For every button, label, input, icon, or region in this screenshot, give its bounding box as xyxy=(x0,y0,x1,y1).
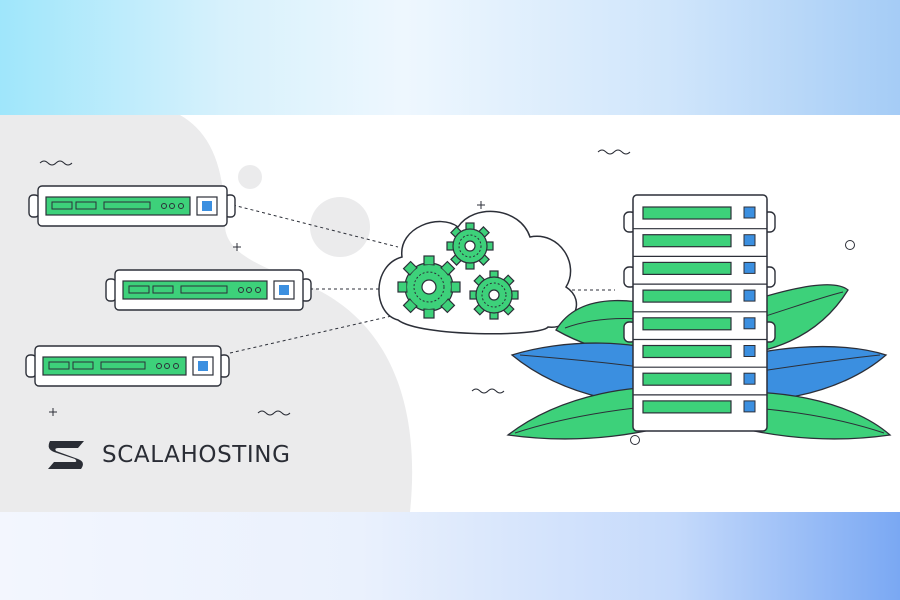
server-unit-2 xyxy=(105,269,312,311)
gear-medium-icon xyxy=(446,222,494,270)
bottom-gradient-band xyxy=(0,512,900,600)
tower-unit xyxy=(642,206,756,220)
server-unit-1 xyxy=(28,185,236,227)
tower-unit xyxy=(633,338,767,359)
tower-unit xyxy=(633,394,767,414)
server-tower xyxy=(623,194,776,432)
tower-unit xyxy=(633,255,767,275)
grey-bubble-large xyxy=(310,197,370,257)
brand-name: SCALAHOSTING xyxy=(102,442,291,468)
scalahosting-logo[interactable]: SCALAHOSTING xyxy=(44,437,291,473)
top-gradient-band xyxy=(0,0,900,115)
hosting-illustration xyxy=(0,115,892,512)
tower-unit xyxy=(633,366,767,386)
gear-large-icon xyxy=(397,255,461,319)
decorations xyxy=(39,149,855,445)
grey-bubble-small xyxy=(238,165,262,189)
tower-unit xyxy=(633,311,767,331)
connection-lines xyxy=(229,204,615,354)
tower-unit xyxy=(633,228,767,248)
tower-units xyxy=(633,206,767,414)
server-unit-3 xyxy=(25,345,230,387)
tower-unit xyxy=(633,283,767,303)
scalahosting-s-logo-icon xyxy=(48,441,84,469)
gear-small-icon xyxy=(469,270,519,320)
hero-card: SCALAHOSTING xyxy=(0,115,900,512)
